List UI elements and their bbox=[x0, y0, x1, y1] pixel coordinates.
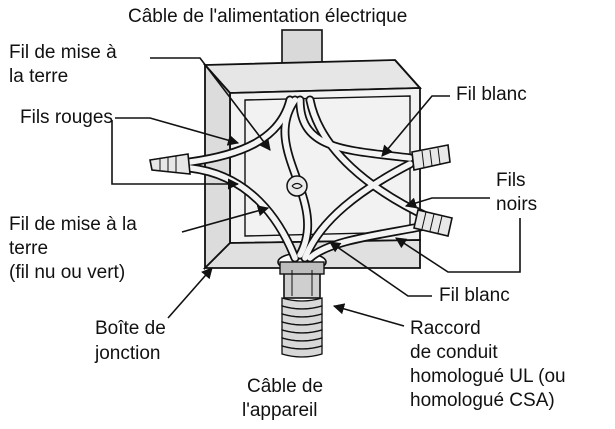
label-fitting-line3: homologué UL (ou bbox=[410, 366, 566, 387]
label-ground-wire-bottom-line1: Fil de mise à la bbox=[9, 214, 137, 235]
label-fixture-cable-line1: Câble de bbox=[247, 376, 324, 397]
label-junction-box-line1: Boîte de bbox=[95, 318, 166, 339]
label-power-cable: Câble de l'alimentation électrique bbox=[128, 6, 408, 27]
label-fitting-line1: Raccord bbox=[410, 318, 481, 339]
label-white-wire-top: Fil blanc bbox=[456, 84, 527, 105]
label-ground-wire-top-line1: Fil de mise à bbox=[9, 42, 117, 63]
label-red-wires: Fils rouges bbox=[20, 107, 113, 128]
ground-screw-graphic bbox=[286, 175, 308, 197]
label-black-wires-line2: noirs bbox=[496, 194, 538, 215]
label-white-wire-bottom: Fil blanc bbox=[439, 285, 510, 306]
label-ground-wire-bottom-line3: (fil nu ou vert) bbox=[9, 262, 126, 283]
label-fitting-line4: homologué CSA) bbox=[410, 390, 555, 411]
label-junction-box-line2: jonction bbox=[95, 343, 161, 364]
label-ground-wire-top-line2: la terre bbox=[9, 66, 69, 87]
wire-nut-right-bottom bbox=[413, 209, 453, 237]
label-fixture-cable-line2: l'appareil bbox=[242, 400, 318, 421]
wire-nut-right-top bbox=[411, 144, 451, 171]
label-black-wires-line1: Fils bbox=[496, 170, 526, 191]
label-fitting-line2: de conduit bbox=[410, 342, 498, 363]
label-ground-wire-bottom-line2: terre bbox=[9, 238, 49, 259]
leader-lines bbox=[111, 57, 521, 327]
wire-nut-left bbox=[149, 153, 191, 175]
conduit-graphic bbox=[279, 261, 325, 358]
